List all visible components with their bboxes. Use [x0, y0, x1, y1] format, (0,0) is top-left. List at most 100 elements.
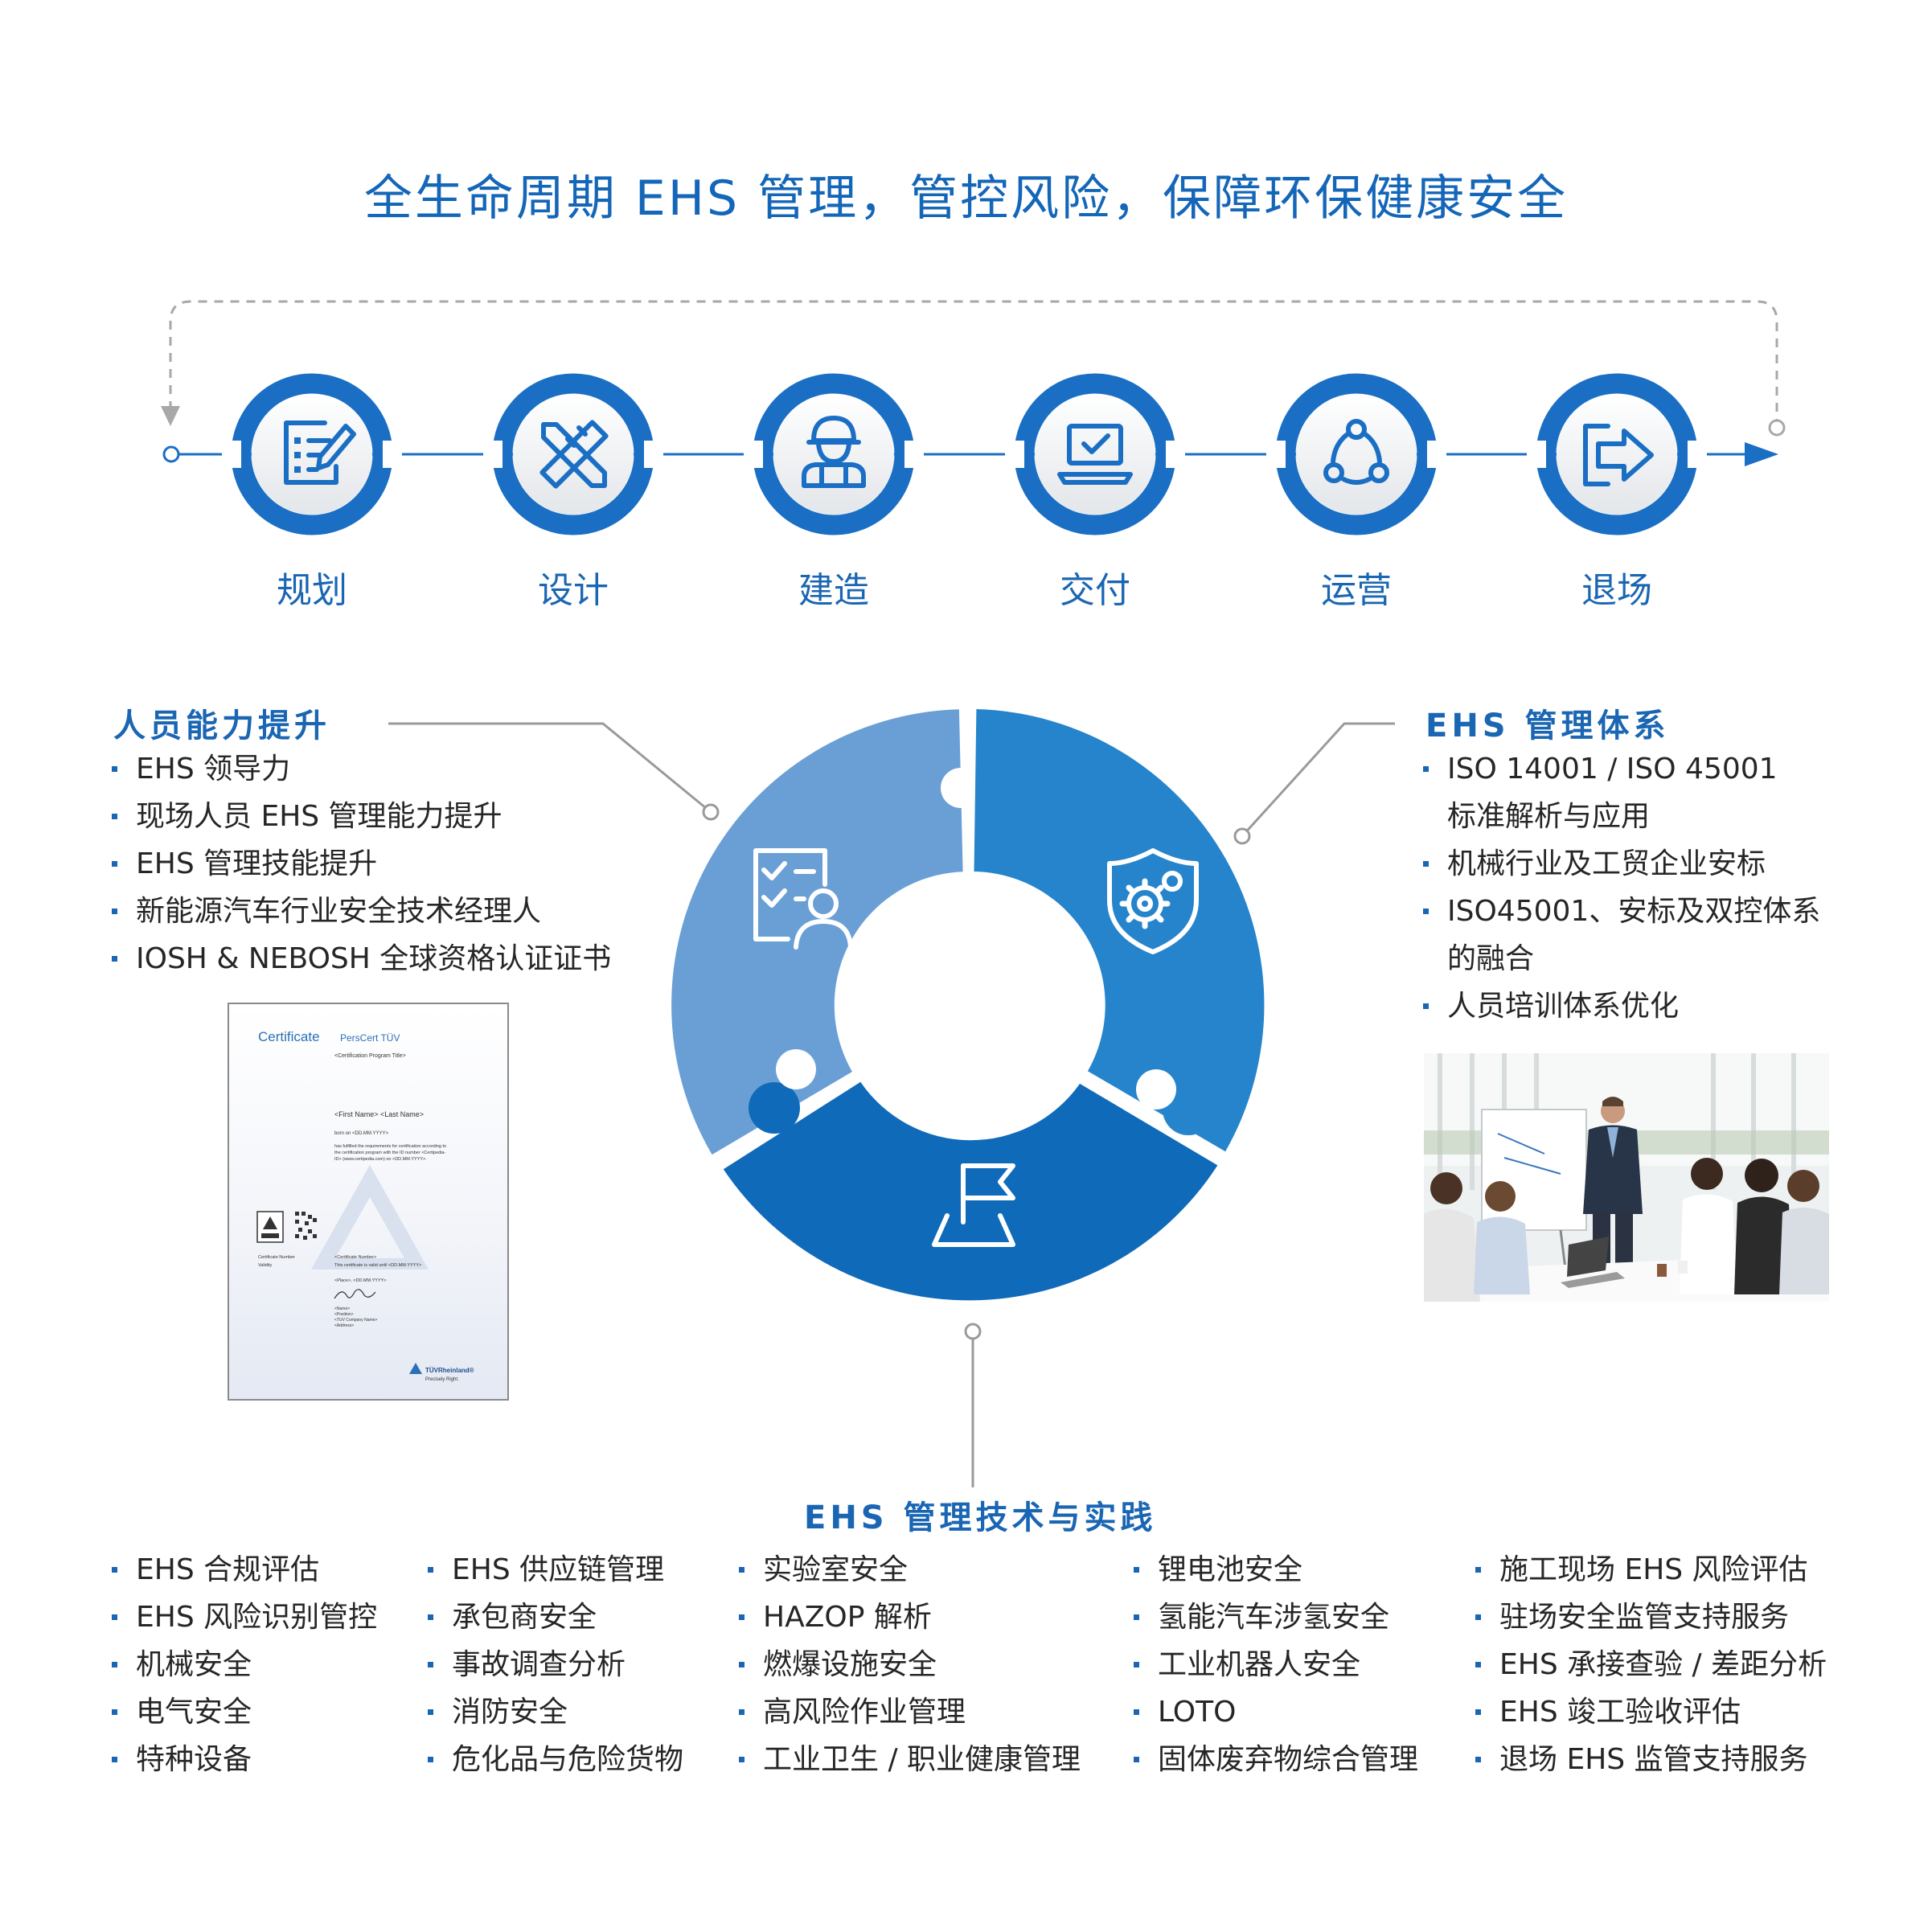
list-item: EHS 承接查验 / 差距分析 — [1474, 1641, 1827, 1688]
list-item: EHS 竣工验收评估 — [1474, 1688, 1827, 1736]
list-item: 实验室安全 — [737, 1546, 1081, 1594]
cert-sig-2: <Position> — [334, 1312, 354, 1317]
list-item: 燃爆设施安全 — [737, 1641, 1081, 1688]
list-item: 事故调查分析 — [426, 1641, 683, 1688]
stage-label-planning: 规划 — [277, 570, 347, 611]
connector-people — [388, 722, 712, 814]
cert-brand: TÜVRheinland® — [425, 1367, 474, 1374]
tech-list-col-1: EHS 合规评估 EHS 风险识别管控 机械安全 电气安全 特种设备 — [110, 1546, 377, 1783]
stage-node-operation — [1266, 373, 1446, 535]
list-item: EHS 管理技能提升 — [110, 840, 611, 888]
list-item-line: 的融合 — [1447, 942, 1535, 975]
list-item: ISO45001、安标及双控体系 的融合 — [1421, 888, 1820, 982]
cert-number-label: Certificate Number — [258, 1255, 295, 1260]
stage-node-exit — [1527, 373, 1707, 535]
training-meeting-photo — [1424, 1053, 1829, 1302]
tech-list-col-3: 实验室安全 HAZOP 解析 燃爆设施安全 高风险作业管理 工业卫生 / 职业健… — [737, 1546, 1081, 1783]
cert-number-value: <Certificate Number> — [334, 1255, 376, 1260]
section-heading-people: 人员能力提升 — [113, 708, 330, 744]
list-item-line: 机械行业及工贸企业安标 — [1447, 847, 1766, 880]
list-item: 工业卫生 / 职业健康管理 — [737, 1736, 1081, 1783]
list-item: 固体废弃物综合管理 — [1132, 1736, 1418, 1783]
list-item-line: ISO45001、安标及双控体系 — [1447, 895, 1821, 928]
cert-title: Certificate — [258, 1029, 320, 1044]
laptop-check-icon — [1057, 424, 1133, 485]
checklist-person-icon — [753, 848, 853, 950]
timeline-start-dot — [162, 445, 180, 463]
list-item: 新能源汽车行业安全技术经理人 — [110, 888, 611, 935]
list-item: 退场 EHS 监管支持服务 — [1474, 1736, 1827, 1783]
cert-validity-value: This certificate is valid until <DD.MM.Y… — [334, 1263, 421, 1268]
stage-node-construction — [744, 373, 924, 535]
system-list: ISO 14001 / ISO 45001 标准解析与应用 机械行业及工贸企业安… — [1421, 745, 1820, 1030]
cert-subtitle: PersCert TÜV — [340, 1032, 400, 1044]
list-item: 危化品与危险货物 — [426, 1736, 683, 1783]
timeline-arrowhead — [1745, 442, 1778, 466]
cert-tagline: Precisely Right. — [425, 1377, 459, 1382]
list-item: 现场人员 EHS 管理能力提升 — [110, 793, 611, 840]
stage-node-planning — [222, 373, 402, 535]
cert-sig-3: <TUV Company Name> — [334, 1318, 377, 1323]
list-item: EHS 合规评估 — [110, 1546, 377, 1594]
cert-born: born on <DD.MM.YYYY> — [334, 1131, 389, 1136]
cert-body-1: has fulfilled the requirements for certi… — [334, 1144, 446, 1149]
tech-list-col-4: 锂电池安全 氢能汽车涉氢安全 工业机器人安全 LOTO 固体废弃物综合管理 — [1132, 1546, 1418, 1783]
list-item: 驻场安全监管支持服务 — [1474, 1594, 1827, 1641]
section-heading-system: EHS 管理体系 — [1425, 708, 1670, 744]
list-item: 人员培训体系优化 — [1421, 982, 1820, 1030]
list-item-line: 标准解析与应用 — [1447, 800, 1651, 833]
list-item: HAZOP 解析 — [737, 1594, 1081, 1641]
list-item: 消防安全 — [426, 1688, 683, 1736]
cert-body-3: ID> (www.certipedia.com) on <DD.MM.YYYY>… — [334, 1157, 427, 1162]
list-item: LOTO — [1132, 1688, 1418, 1736]
cert-sig-4: <Address> — [334, 1323, 354, 1328]
list-item: 锂电池安全 — [1132, 1546, 1418, 1594]
list-item: IOSH & NEBOSH 全球资格认证证书 — [110, 935, 611, 982]
shield-gear-icon — [1107, 848, 1199, 954]
list-item: 承包商安全 — [426, 1594, 683, 1641]
tech-list-col-2: EHS 供应链管理 承包商安全 事故调查分析 消防安全 危化品与危险货物 — [426, 1546, 683, 1783]
tuv-logo-mark — [409, 1363, 422, 1374]
list-item: 特种设备 — [110, 1736, 377, 1783]
lifecycle-flow — [161, 300, 1786, 535]
watermark-triangle — [311, 1165, 429, 1270]
stage-label-operation: 运营 — [1321, 570, 1392, 611]
ruler-pencil-icon — [539, 420, 609, 489]
list-item: 高风险作业管理 — [737, 1688, 1081, 1736]
people-list: EHS 领导力 现场人员 EHS 管理能力提升 EHS 管理技能提升 新能源汽车… — [110, 745, 611, 982]
loop-end-dot — [1768, 419, 1786, 437]
list-item: ISO 14001 / ISO 45001 标准解析与应用 — [1421, 745, 1820, 840]
list-item: 施工现场 EHS 风险评估 — [1474, 1546, 1827, 1594]
puzzle-ring-diagram — [388, 709, 1395, 1487]
stage-label-delivery: 交付 — [1060, 570, 1130, 611]
stage-node-design — [483, 373, 663, 535]
checklist-pen-icon — [284, 420, 356, 485]
exit-arrow-icon — [1583, 424, 1654, 486]
list-item: 工业机器人安全 — [1132, 1641, 1418, 1688]
list-item: EHS 领导力 — [110, 745, 611, 793]
return-loop-dashed — [169, 300, 1778, 428]
cert-body-2: the certification program with the ID nu… — [334, 1151, 445, 1155]
stage-label-exit: 退场 — [1581, 570, 1652, 611]
cert-place: <Place>, <DD.MM.YYYY> — [334, 1278, 387, 1283]
flag-icon — [932, 1163, 1015, 1247]
construction-worker-icon — [802, 416, 866, 488]
cert-signature — [334, 1289, 376, 1299]
list-item: 机械安全 — [110, 1641, 377, 1688]
cert-validity-label: Validity — [258, 1263, 273, 1268]
stage-node-delivery — [1005, 373, 1185, 535]
list-item: EHS 供应链管理 — [426, 1546, 683, 1594]
list-item-line: 人员培训体系优化 — [1447, 990, 1680, 1023]
stage-label-design: 设计 — [538, 570, 609, 611]
tech-list-col-5: 施工现场 EHS 风险评估 驻场安全监管支持服务 EHS 承接查验 / 差距分析… — [1474, 1546, 1827, 1783]
list-item: 电气安全 — [110, 1688, 377, 1736]
list-item-line: ISO 14001 / ISO 45001 — [1447, 753, 1778, 786]
cycle-nodes-icon — [1323, 419, 1389, 485]
page-title: 全生命周期 EHS 管理，管控风险，保障环保健康安全 — [363, 170, 1569, 227]
stage-label-construction: 建造 — [798, 570, 869, 611]
cert-sig-1: <Name> — [334, 1306, 350, 1311]
certificate-image: Certificate PersCert TÜV <Certification … — [228, 1003, 509, 1401]
cert-name: <First Name> <Last Name> — [334, 1110, 424, 1118]
cert-program: <Certification Program Title> — [334, 1053, 406, 1059]
list-item: EHS 风险识别管控 — [110, 1594, 377, 1641]
